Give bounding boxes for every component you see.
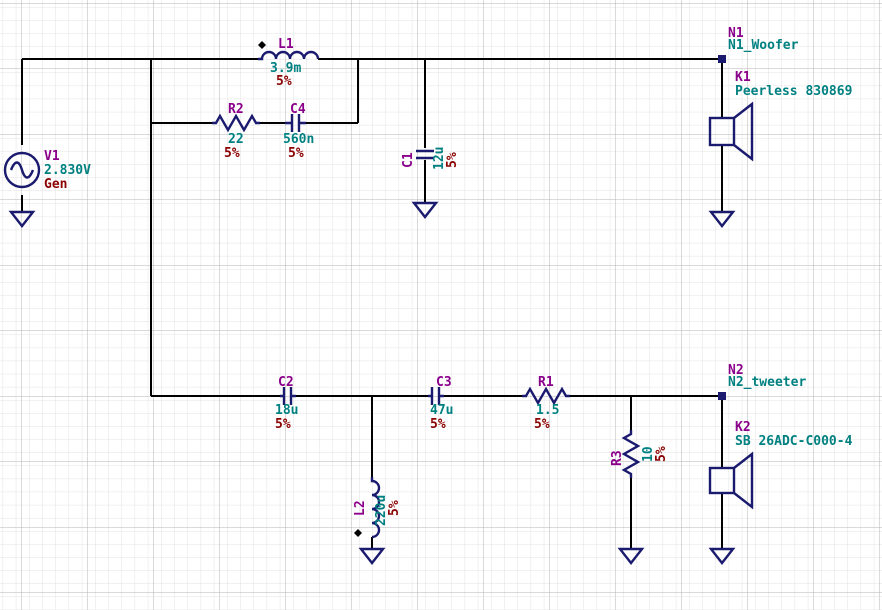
r2-ref: R2 [228,102,244,117]
speaker-k1[interactable]: K1 Peerless 830869 [708,70,852,162]
net-n2[interactable]: N2 N2_tweeter [728,363,806,390]
c4-ref: C4 [290,102,306,117]
v1-label: Gen [44,177,67,192]
c2-ref: C2 [278,375,294,390]
capacitor-c4[interactable]: C4 560n 5% [283,102,314,161]
r2-value: 22 [228,132,244,147]
node-n2-marker[interactable] [718,392,726,400]
c1-value: 12u [432,147,447,170]
resistor-zigzag-icon [621,430,641,478]
c4-tolerance: 5% [288,146,304,161]
ground-icon [411,201,439,219]
resistor-zigzag-icon [212,113,260,133]
capacitor-c2[interactable]: C2 18u 5% [275,375,298,432]
resistor-r1[interactable]: R1 1.5 5% [522,375,570,432]
ground-icon [358,547,386,565]
r3-tolerance: 5% [654,446,669,462]
r1-ref: R1 [538,375,554,390]
speaker-cone-icon [733,101,754,162]
l2-ref: L2 [353,500,368,516]
resistor-r3[interactable]: R3 10 5% [610,430,669,478]
ac-source-icon [3,151,41,189]
capacitor-c3[interactable]: C3 47u 5% [428,375,453,432]
r3-ref: R3 [610,450,625,466]
l1-tolerance: 5% [276,74,292,89]
resistor-zigzag-icon [522,386,570,406]
capacitor-c1[interactable]: C1 12u 5% [401,147,460,170]
r1-value: 1.5 [536,403,559,418]
c3-ref: C3 [436,375,452,390]
v1-value: 2.830V [44,163,91,178]
polarity-dot-icon [258,41,266,49]
r3-value: 10 [641,446,656,462]
l1-value: 3.9m [270,61,301,76]
ground-icon [708,210,736,228]
capacitor-plates-icon [416,149,434,160]
k1-ref: K1 [735,70,751,85]
c3-tolerance: 5% [430,417,446,432]
sine-wave-icon [9,161,35,179]
c1-ref: C1 [401,152,416,168]
inductor-coil-icon [258,50,320,61]
ground-symbols [8,201,736,565]
speaker-icon [708,116,736,147]
k1-model: Peerless 830869 [735,84,852,99]
wires [21,58,723,549]
inductor-coil-icon [370,477,381,539]
net-n1[interactable]: N1 N1_Woofer [728,26,799,53]
r2-tolerance: 5% [224,146,240,161]
inductor-l2[interactable]: L2 220u 5% [353,477,402,539]
l2-value: 220u [374,495,389,526]
node-n1-marker[interactable] [718,55,726,63]
source-v1[interactable]: V1 2.830V Gen [3,149,91,192]
ground-icon [617,547,645,565]
speaker-k2[interactable]: K2 SB 26ADC-C000-4 [708,420,853,510]
c2-value: 18u [275,403,298,418]
resistor-r2[interactable]: R2 22 5% [212,102,260,161]
k2-model: SB 26ADC-C000-4 [735,434,853,449]
n1-ref: N1 [728,26,744,41]
c1-tolerance: 5% [445,152,460,168]
n1-name: N1_Woofer [728,38,799,53]
v1-ref: V1 [44,149,60,164]
inductor-l1[interactable]: L1 3.9m 5% [258,37,320,89]
ground-icon [708,547,736,565]
c3-value: 47u [430,403,453,418]
k2-ref: K2 [735,420,751,435]
n2-ref: N2 [728,363,744,378]
n2-name: N2_tweeter [728,375,806,390]
l1-ref: L1 [278,37,294,52]
l2-tolerance: 5% [387,500,402,516]
c4-value: 560n [283,132,314,147]
c2-tolerance: 5% [275,417,291,432]
ground-icon [8,210,36,228]
speaker-icon [708,466,736,495]
speaker-cone-icon [733,451,754,510]
polarity-dot-icon [354,529,362,537]
r1-tolerance: 5% [534,417,550,432]
